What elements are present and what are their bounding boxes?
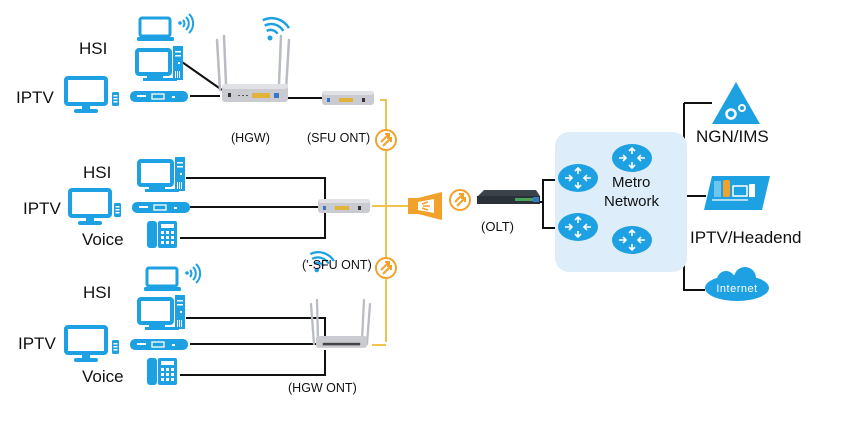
voice-label: Voice (82, 230, 124, 249)
olt-label: (OLT) (481, 219, 514, 234)
laptop-icon (135, 12, 195, 43)
desktop-icon (135, 44, 185, 83)
sfu-ont-label: (SFU ONT) (307, 131, 371, 145)
iptv-label: IPTV (18, 334, 56, 353)
iptv-label: IPTV (16, 88, 54, 107)
remote-icon (114, 203, 121, 217)
metro-router-icon (557, 212, 599, 242)
internet-label: Internet (716, 283, 757, 295)
hsi-label: HSI (83, 283, 112, 302)
iptv-label: IPTV (23, 199, 61, 218)
tv-icon (64, 76, 108, 115)
copper-cables (180, 61, 712, 376)
olt-icon (477, 190, 540, 204)
fiber-connector-icon (375, 257, 397, 279)
hsi-label: HSI (83, 163, 112, 182)
desktop-icon (137, 293, 187, 332)
metro-label-line1: Metro (612, 174, 651, 191)
desktop-icon (137, 155, 187, 194)
fiber-connector-icon (449, 189, 471, 211)
group-top (64, 12, 397, 151)
voice-label: Voice (82, 367, 124, 386)
hgw-router-icon (215, 34, 291, 102)
phone-icon (147, 221, 177, 248)
metro-label-line2: Network (604, 193, 660, 210)
optical-splitter-icon (408, 192, 442, 220)
set-top-box-icon (129, 90, 189, 103)
tv-icon (68, 188, 112, 227)
tv-icon (64, 325, 108, 364)
set-top-box-icon (129, 338, 189, 351)
wifi-icon (261, 12, 292, 42)
sfu-ont-label: ('-SFU ONT) (302, 258, 372, 272)
remote-icon (112, 92, 119, 106)
fiber-connector-icon (375, 129, 397, 151)
hgw-ont-label: (HGW ONT) (288, 381, 357, 395)
iptv-headend-label: IPTV/Headend (690, 228, 802, 247)
phone-icon (147, 358, 177, 385)
remote-icon (112, 340, 119, 354)
set-top-box-icon (131, 201, 191, 214)
ngn-ims-label: NGN/IMS (696, 127, 769, 146)
hgw-label: (HGW) (231, 131, 270, 145)
metro-router-icon (557, 163, 599, 193)
sfu-ont-icon (318, 199, 370, 213)
sfu-ont-icon (322, 91, 374, 105)
group-bottom (64, 246, 372, 385)
metro-router-icon (611, 143, 653, 173)
hsi-label: HSI (79, 39, 108, 58)
iptv-headend-icon (704, 176, 770, 210)
hgw-ont-router-icon (309, 298, 372, 348)
laptop-icon (142, 262, 202, 293)
metro-router-icon (611, 225, 653, 255)
internet-cloud-icon: Internet (705, 267, 769, 301)
ngn-ims-icon (712, 82, 760, 124)
